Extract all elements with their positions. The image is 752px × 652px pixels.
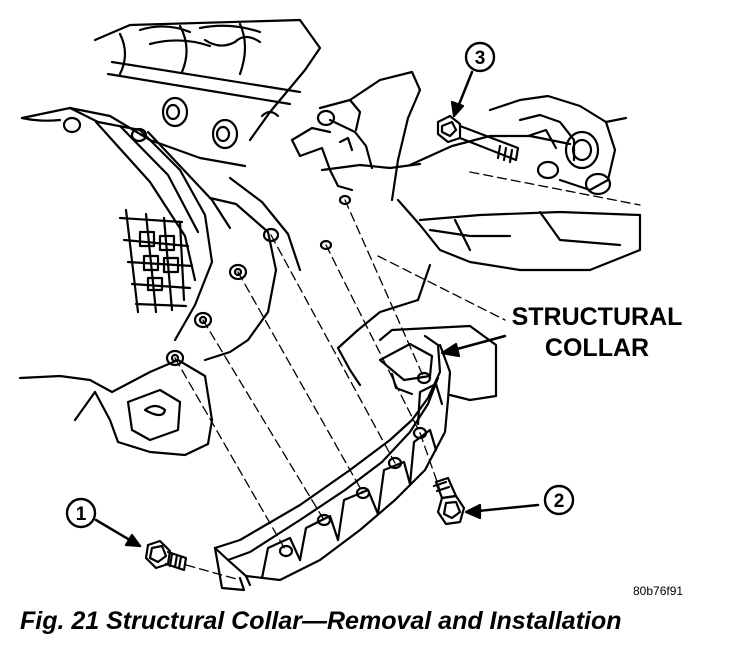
- arrow-icon: [450, 70, 474, 118]
- callout-3-number: 3: [475, 48, 486, 69]
- bolt-icon: [436, 114, 520, 164]
- callout-1-circle: [65, 497, 97, 529]
- installation-lines: [174, 171, 641, 581]
- callout-1-number: 1: [76, 504, 87, 525]
- bolt-icon: [144, 539, 188, 572]
- arrow-icon: [464, 503, 540, 520]
- callout-2-number: 2: [554, 491, 565, 512]
- arrow-icon: [94, 518, 142, 548]
- figure-code: 80b76f91: [633, 584, 684, 598]
- arrow-icon: [440, 334, 507, 358]
- structural-collar-part: [213, 334, 452, 592]
- part-label-line1: STRUCTURAL: [512, 303, 683, 331]
- figure-caption: Fig. 21 Structural Collar—Removal and In…: [20, 607, 622, 635]
- part-label-line2: COLLAR: [545, 334, 649, 362]
- callout-2-circle: [543, 484, 575, 516]
- engine-block-drawing: [18, 18, 642, 457]
- bolt-icon: [432, 476, 466, 526]
- flange-bolt-holes: [62, 116, 352, 367]
- callout-3-circle: [464, 41, 496, 73]
